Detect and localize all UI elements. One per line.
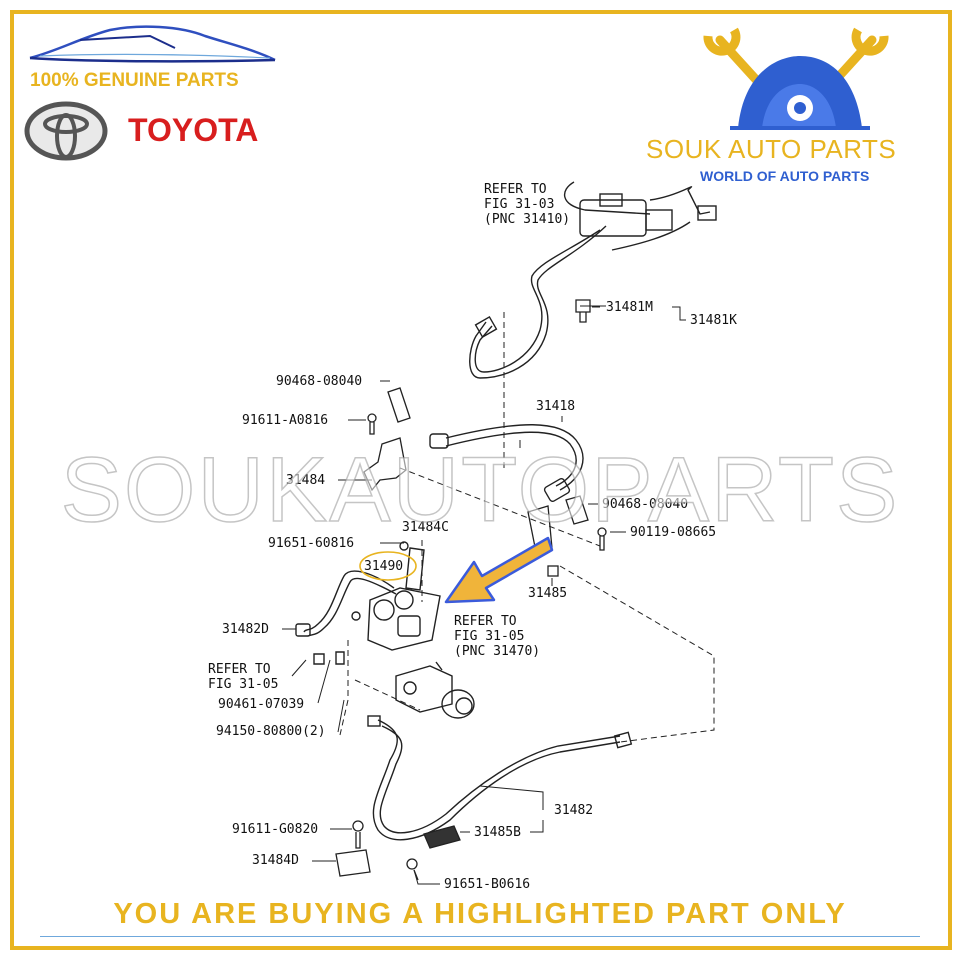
label-31482D: 31482D <box>222 622 269 637</box>
label-31484C: 31484C <box>402 520 449 535</box>
gold-frame <box>10 10 952 950</box>
refer-top-line2: FIG 31-03 <box>484 197 555 212</box>
label-31418: 31418 <box>536 399 576 414</box>
highlight-arrow-icon <box>444 536 554 604</box>
label-31484: 31484 <box>286 473 326 488</box>
highlighted-part-notice: YOU ARE BUYING A HIGHLIGHTED PART ONLY <box>113 898 847 930</box>
label-91611-A0816: 91611-A0816 <box>242 413 329 428</box>
label-91651-60816: 91651-60816 <box>268 536 355 551</box>
label-90468-08040-top: 90468-08040 <box>276 374 363 389</box>
label-91651-B0616: 91651-B0616 <box>444 877 531 892</box>
shop-tagline: WORLD OF AUTO PARTS <box>700 168 870 184</box>
label-31482: 31482 <box>554 803 594 818</box>
label-31481M: 31481M <box>606 300 653 315</box>
label-90119-08665: 90119-08665 <box>630 525 717 540</box>
refer-left-line2: FIG 31-05 <box>208 677 279 692</box>
label-31484D: 31484D <box>252 853 299 868</box>
highlight-ring <box>359 551 417 581</box>
genuine-parts-text: 100% GENUINE PARTS <box>30 70 239 91</box>
refer-top-line1: REFER TO <box>484 182 547 197</box>
watermark-text: SOUKAUTOPARTS <box>60 438 900 542</box>
car-logo-icon <box>29 25 276 63</box>
souk-logo-icon <box>703 27 889 130</box>
label-31490: 31490 <box>364 559 404 574</box>
toyota-wordmark: TOYOTA <box>128 112 259 148</box>
label-31485B: 31485B <box>474 825 521 840</box>
toyota-emblem-icon <box>24 101 108 161</box>
refer-mid-line3: (PNC 31470) <box>454 644 541 659</box>
refer-mid-line2: FIG 31-05 <box>454 629 525 644</box>
label-31481K: 31481K <box>690 313 737 328</box>
label-90468-08040-mid: 90468-08040 <box>602 497 689 512</box>
label-90461-07039: 90461-07039 <box>218 697 305 712</box>
shop-name: SOUK AUTO PARTS <box>646 134 897 164</box>
refer-left-line1: REFER TO <box>208 662 271 677</box>
refer-top-line3: (PNC 31410) <box>484 212 571 227</box>
label-31485: 31485 <box>528 586 568 601</box>
bottom-divider <box>40 936 920 937</box>
label-91611-G0820: 91611-G0820 <box>232 822 319 837</box>
label-94150-80800: 94150-80800(2) <box>216 724 326 739</box>
refer-mid-line1: REFER TO <box>454 614 517 629</box>
